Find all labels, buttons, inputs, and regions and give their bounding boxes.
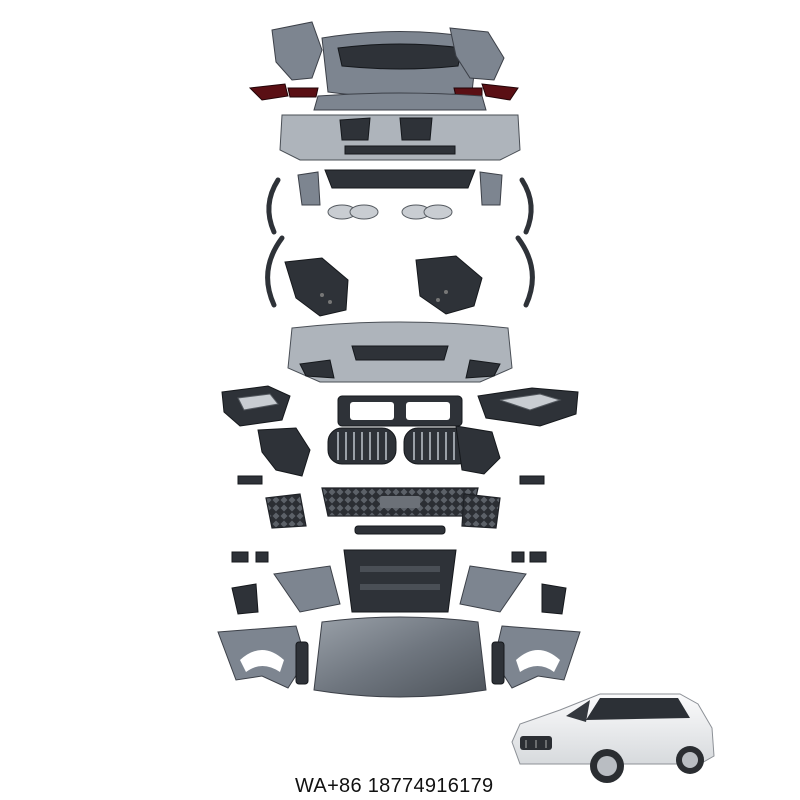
wheel-arch-trims-front [265, 235, 535, 308]
fog-light-brackets [231, 583, 567, 615]
headlight-brackets [257, 425, 501, 477]
taillights [248, 83, 519, 101]
rear-fender-liner-left [271, 21, 323, 81]
small-brackets [231, 551, 547, 563]
splash-shields [273, 565, 527, 613]
front-bumper [287, 321, 513, 383]
headlight-left [221, 385, 291, 427]
rear-bumper [279, 92, 521, 161]
side-vent-right [461, 493, 501, 529]
exhaust-tips [327, 204, 453, 220]
fender-vents [295, 641, 505, 685]
front-fender-right [493, 625, 581, 689]
front-fender-liner-right [415, 255, 483, 315]
headlight-right [477, 387, 579, 427]
underbody-tray [343, 549, 457, 613]
rear-diffuser [297, 169, 503, 206]
lower-grille [321, 487, 479, 517]
side-vent-left [265, 493, 307, 529]
contact-text: WA+86 18774916179 [295, 775, 494, 797]
front-fender-left [217, 625, 307, 689]
grille-frame [337, 395, 463, 427]
rear-fender-liner-right [449, 27, 505, 81]
hood [313, 616, 487, 698]
suv-car-photo [511, 693, 715, 783]
small-trims-row [237, 475, 545, 535]
front-fender-liner-left [284, 257, 349, 317]
rear-hatch [321, 31, 479, 98]
kidney-grille [327, 427, 473, 465]
wheel-arch-trims-rear [266, 177, 534, 235]
